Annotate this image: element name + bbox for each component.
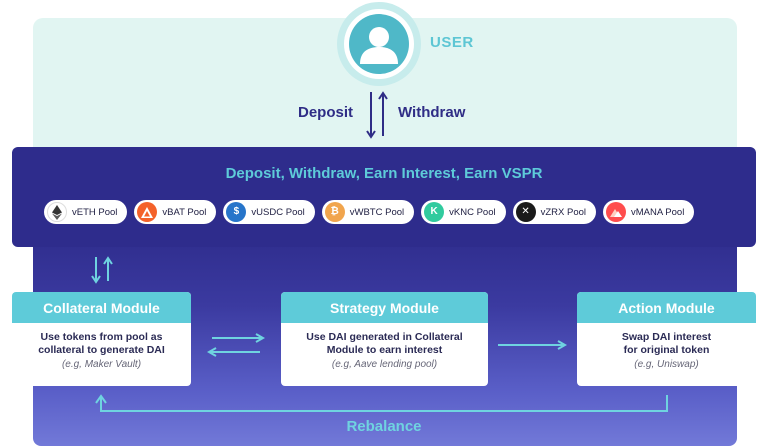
pool-vusdc[interactable]: $ vUSDC Pool <box>223 200 315 224</box>
pool-list: vETH Pool vBAT Pool $ vUSDC Pool ₿ vWBTC… <box>44 200 695 224</box>
rebalance-label: Rebalance <box>346 418 422 435</box>
strategy-module[interactable]: Strategy Module Use DAI generated in Col… <box>281 292 488 386</box>
ethereum-icon <box>47 202 67 222</box>
collateral-module-body: Use tokens from pool as collateral to ge… <box>12 323 191 371</box>
pool-label: vZRX Pool <box>540 206 586 218</box>
pool-band-title: Deposit, Withdraw, Earn Interest, Earn V… <box>225 165 543 182</box>
mana-icon <box>606 202 626 222</box>
strategy-module-body: Use DAI generated in Collateral Module t… <box>281 323 488 371</box>
deposit-label: Deposit <box>298 104 354 121</box>
pool-vmana[interactable]: vMANA Pool <box>603 200 695 224</box>
pool-label: vBAT Pool <box>162 206 207 218</box>
user-avatar-icon <box>349 14 409 74</box>
zrx-icon: ✕ <box>515 202 536 222</box>
usdc-icon: $ <box>226 202 247 222</box>
module-example: (e.g, Uniswap) <box>634 359 699 370</box>
module-description-line: for original token <box>623 344 710 356</box>
action-module[interactable]: Action Module Swap DAI interest for orig… <box>577 292 756 386</box>
rebalance-arrow-icon <box>95 394 668 412</box>
module-description-line: Swap DAI interest <box>621 331 712 343</box>
deposit-withdraw-arrows-icon <box>366 91 388 139</box>
strategy-module-title: Strategy Module <box>281 292 488 323</box>
pool-label: vUSDC Pool <box>251 206 305 218</box>
pool-label: vWBTC Pool <box>349 206 405 218</box>
action-module-title: Action Module <box>577 292 756 323</box>
module-description-line: Use tokens from pool as <box>40 331 163 343</box>
bat-icon <box>137 202 158 222</box>
user-label: USER <box>430 34 474 51</box>
pool-vknc[interactable]: K vKNC Pool <box>421 200 506 224</box>
collateral-module[interactable]: Collateral Module Use tokens from pool a… <box>12 292 191 386</box>
module-description-line: Module to earn interest <box>326 344 443 356</box>
pool-vzrx[interactable]: ✕ vZRX Pool <box>512 200 596 224</box>
strategy-action-arrow-icon <box>498 340 568 350</box>
module-description-line: collateral to generate DAI <box>38 344 165 356</box>
pool-label: vETH Pool <box>72 206 118 218</box>
withdraw-label: Withdraw <box>398 104 466 121</box>
module-example: (e.g, Aave lending pool) <box>331 359 438 370</box>
pool-band: Deposit, Withdraw, Earn Interest, Earn V… <box>12 147 756 247</box>
pool-label: vKNC Pool <box>449 206 496 218</box>
collateral-module-title: Collateral Module <box>12 292 191 323</box>
knc-icon: K <box>424 202 445 222</box>
module-example: (e.g, Maker Vault) <box>61 359 142 370</box>
pool-collateral-arrows-icon <box>91 256 113 284</box>
module-description-line: Use DAI generated in Collateral <box>306 331 463 343</box>
collateral-strategy-arrows-icon <box>206 333 266 357</box>
pool-vwbtc[interactable]: ₿ vWBTC Pool <box>321 200 415 224</box>
wbtc-icon: ₿ <box>324 202 345 222</box>
pool-label: vMANA Pool <box>631 206 685 218</box>
pool-veth[interactable]: vETH Pool <box>44 200 128 224</box>
action-module-body: Swap DAI interest for original token (e.… <box>577 323 756 371</box>
pool-vbat[interactable]: vBAT Pool <box>134 200 217 224</box>
